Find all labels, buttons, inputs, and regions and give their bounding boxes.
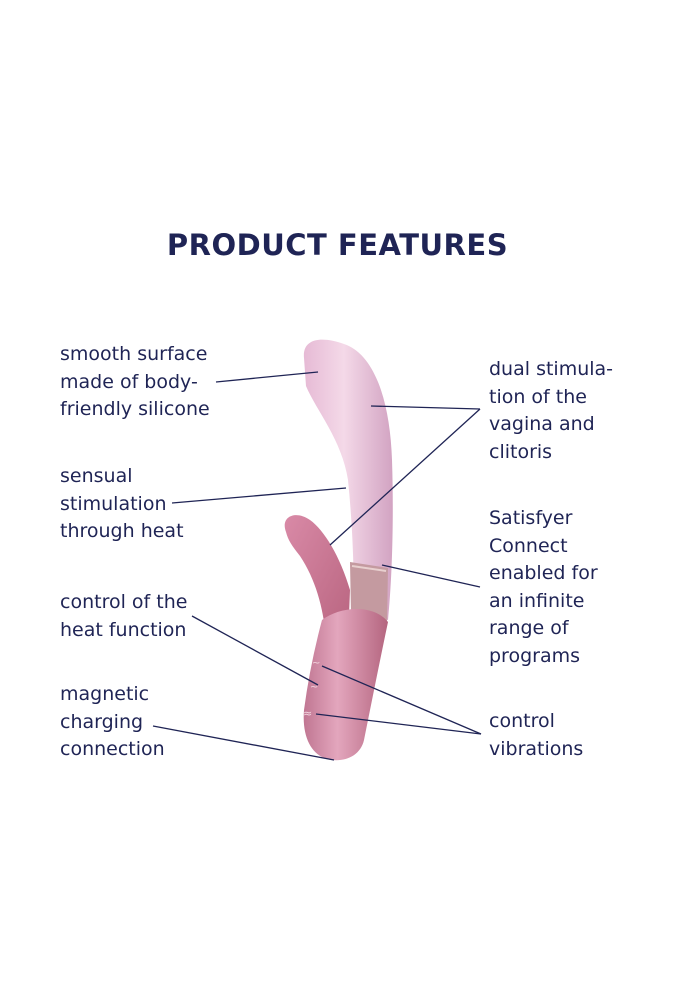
leader-line-heat-control: [191, 615, 319, 686]
minus-button-icon: ≈: [303, 707, 312, 720]
feature-label-satisfyer-connect: Satisfyer Connect enabled for an infinit…: [489, 507, 598, 667]
leader-line-magnetic-charging: [152, 725, 335, 761]
leader-line-control-vib-top: [321, 665, 482, 735]
plus-button-icon: ~: [310, 682, 318, 693]
page-title: PRODUCT FEATURES: [166, 228, 509, 262]
feature-label-dual-stimulation: dual stimula- tion of the vagina and cli…: [489, 358, 614, 463]
feature-label-magnetic-charging: magnetic charging connection: [60, 683, 165, 760]
feature-label-control-vibrations: control vibrations: [489, 710, 584, 760]
product-shaft: [303, 339, 393, 620]
product-band: [350, 562, 388, 622]
feature-label-smooth-surface: smooth surface made of body- friendly si…: [60, 343, 210, 420]
leader-line-dual-stim-arm: [329, 408, 481, 546]
product-handle: [303, 609, 388, 761]
feature-label-sensual-heat: sensual stimulation through heat: [60, 465, 184, 542]
feature-label-heat-control: control of the heat function: [60, 591, 188, 641]
leader-line-smooth-surface: [215, 371, 319, 383]
leader-line-satisfyer-connect: [381, 564, 481, 588]
heat-button-icon: ~: [312, 658, 320, 669]
leader-line-sensual-heat: [171, 487, 347, 504]
leader-line-control-vib-bottom: [315, 713, 482, 735]
product-clitoral-arm: [284, 515, 350, 640]
leader-line-dual-stim-shaft: [370, 405, 481, 410]
